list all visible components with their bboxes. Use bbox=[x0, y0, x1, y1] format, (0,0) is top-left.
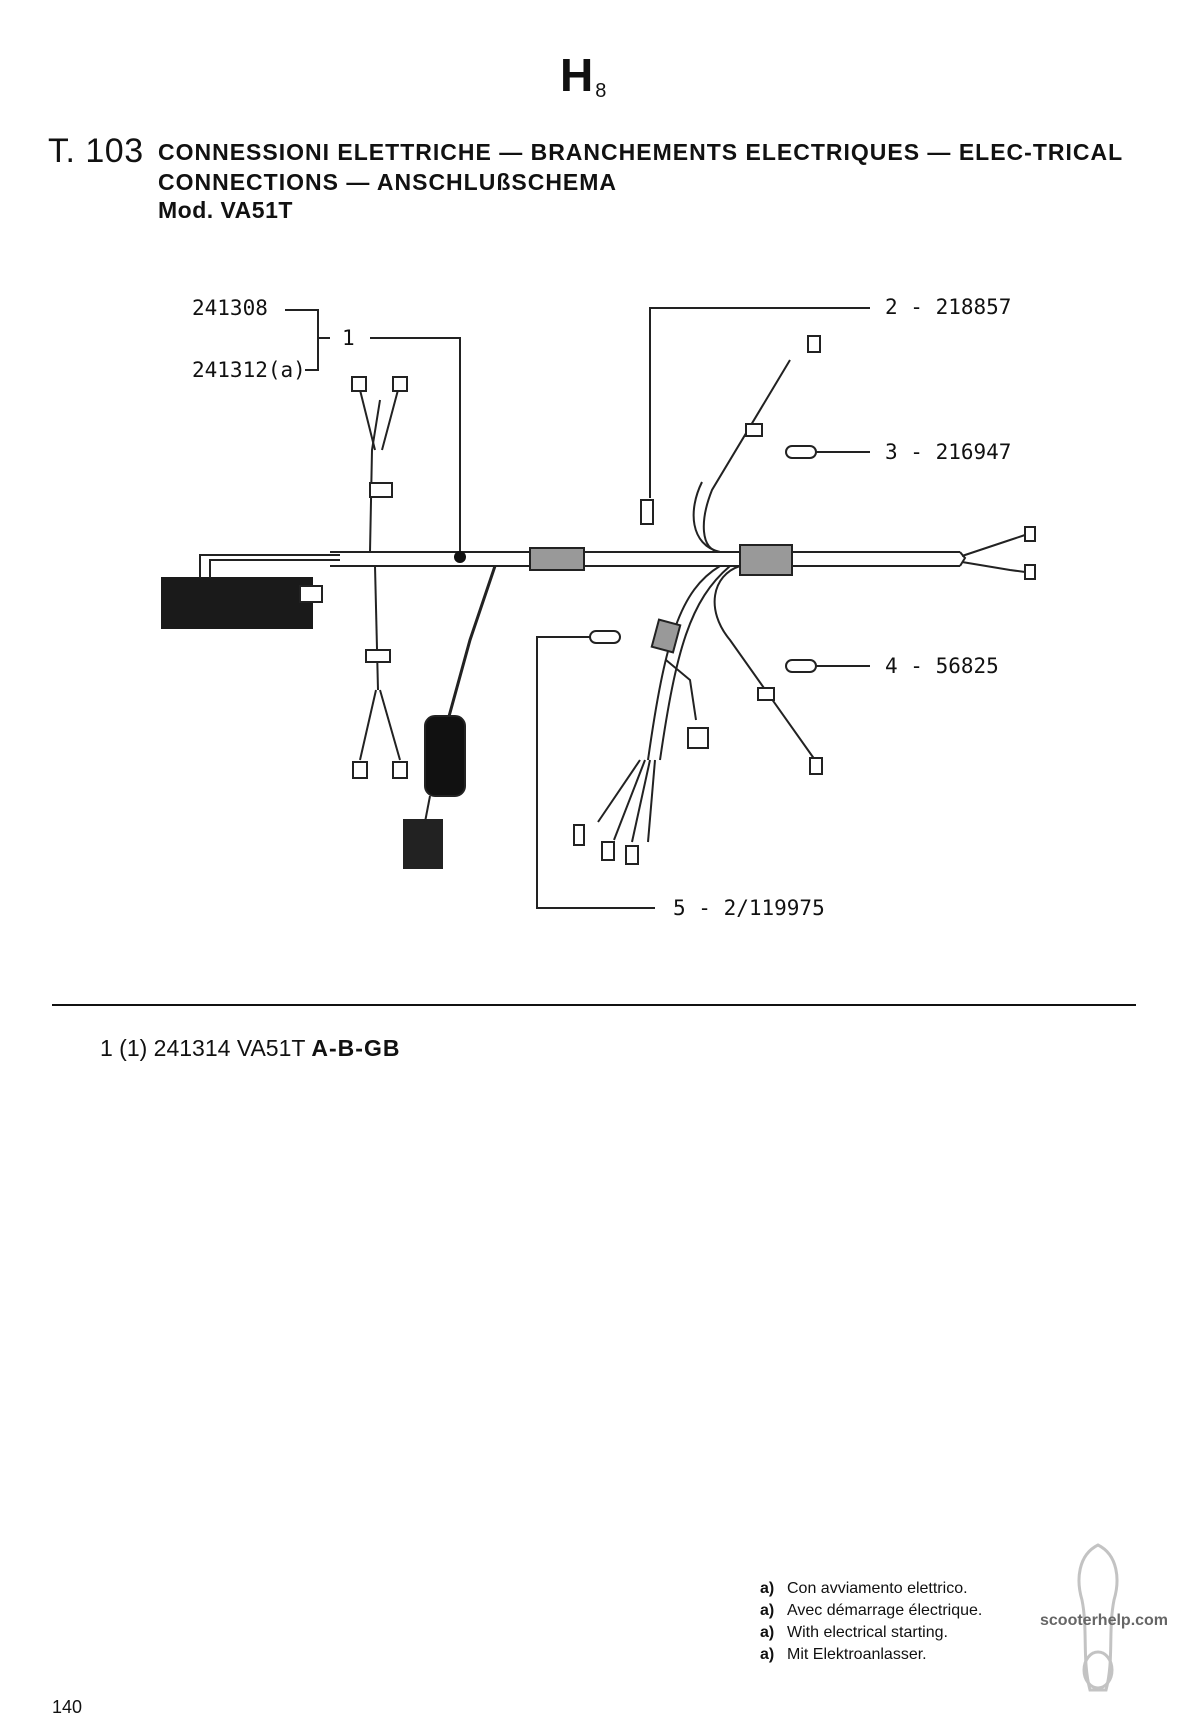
site-watermark: scooterhelp.com bbox=[1040, 1612, 1169, 1629]
footnote-key: a) bbox=[760, 1602, 775, 1619]
footnote-text: Avec démarrage électrique. bbox=[787, 1602, 983, 1619]
footnote-text: Mit Elektroanlasser. bbox=[787, 1646, 927, 1663]
wiring-harness-diagram: 241308 241312(a) 1 2 - 218857 3 - 216947… bbox=[161, 295, 1036, 920]
table-number: T. 103 bbox=[48, 132, 144, 170]
callout-3: 3 - 216947 bbox=[885, 440, 1011, 464]
scooter-logo-icon bbox=[1077, 1543, 1119, 1692]
callout-5: 5 - 2/119975 bbox=[673, 896, 825, 920]
footnote-fr: a) Avec démarrage électrique. bbox=[760, 1600, 982, 1622]
plug-boot bbox=[424, 715, 466, 797]
part-line-suffix: A-B-GB bbox=[311, 1035, 401, 1061]
sleeve-2 bbox=[739, 544, 793, 576]
section-divider bbox=[52, 1004, 1136, 1006]
footnote-en: a) With electrical starting. bbox=[760, 1622, 982, 1644]
part-3-sleeve bbox=[785, 445, 817, 459]
footnote-de: a) Mit Elektroanlasser. bbox=[760, 1644, 982, 1666]
footnote-text: Con avviamento elettrico. bbox=[787, 1580, 968, 1597]
main-connector-block bbox=[161, 577, 313, 629]
callout-1: 1 bbox=[342, 326, 355, 350]
footnote-text: With electrical starting. bbox=[787, 1624, 948, 1641]
footnote-key: a) bbox=[760, 1580, 775, 1597]
part-2-terminal bbox=[640, 499, 654, 525]
part-line: 1 (1) 241314 VA51T A-B-GB bbox=[100, 1035, 400, 1062]
page-title: CONNESSIONI ELETTRICHE — BRANCHEMENTS EL… bbox=[158, 139, 1123, 195]
sheet-code-subscript: 8 bbox=[595, 80, 607, 102]
page-number: 140 bbox=[52, 1697, 83, 1717]
plug-end bbox=[403, 819, 443, 869]
sleeve-1 bbox=[529, 547, 585, 571]
part-5-sleeve bbox=[589, 630, 621, 644]
model-label: Mod. VA51T bbox=[158, 197, 293, 223]
ref-241312a: 241312(a) bbox=[192, 358, 306, 382]
footnotes: a) Con avviamento elettrico. a) Avec démar… bbox=[760, 1578, 982, 1666]
ref-241308: 241308 bbox=[192, 296, 268, 320]
footnote-key: a) bbox=[760, 1646, 775, 1663]
callout-4: 4 - 56825 bbox=[885, 654, 999, 678]
part-line-text: 1 (1) 241314 VA51T bbox=[100, 1035, 306, 1061]
footnote-key: a) bbox=[760, 1624, 775, 1641]
part-4-sleeve bbox=[785, 659, 817, 673]
callout-2: 2 - 218857 bbox=[885, 295, 1011, 319]
footnote-it: a) Con avviamento elettrico. bbox=[760, 1578, 982, 1600]
sheet-code-letter: H bbox=[560, 49, 594, 101]
